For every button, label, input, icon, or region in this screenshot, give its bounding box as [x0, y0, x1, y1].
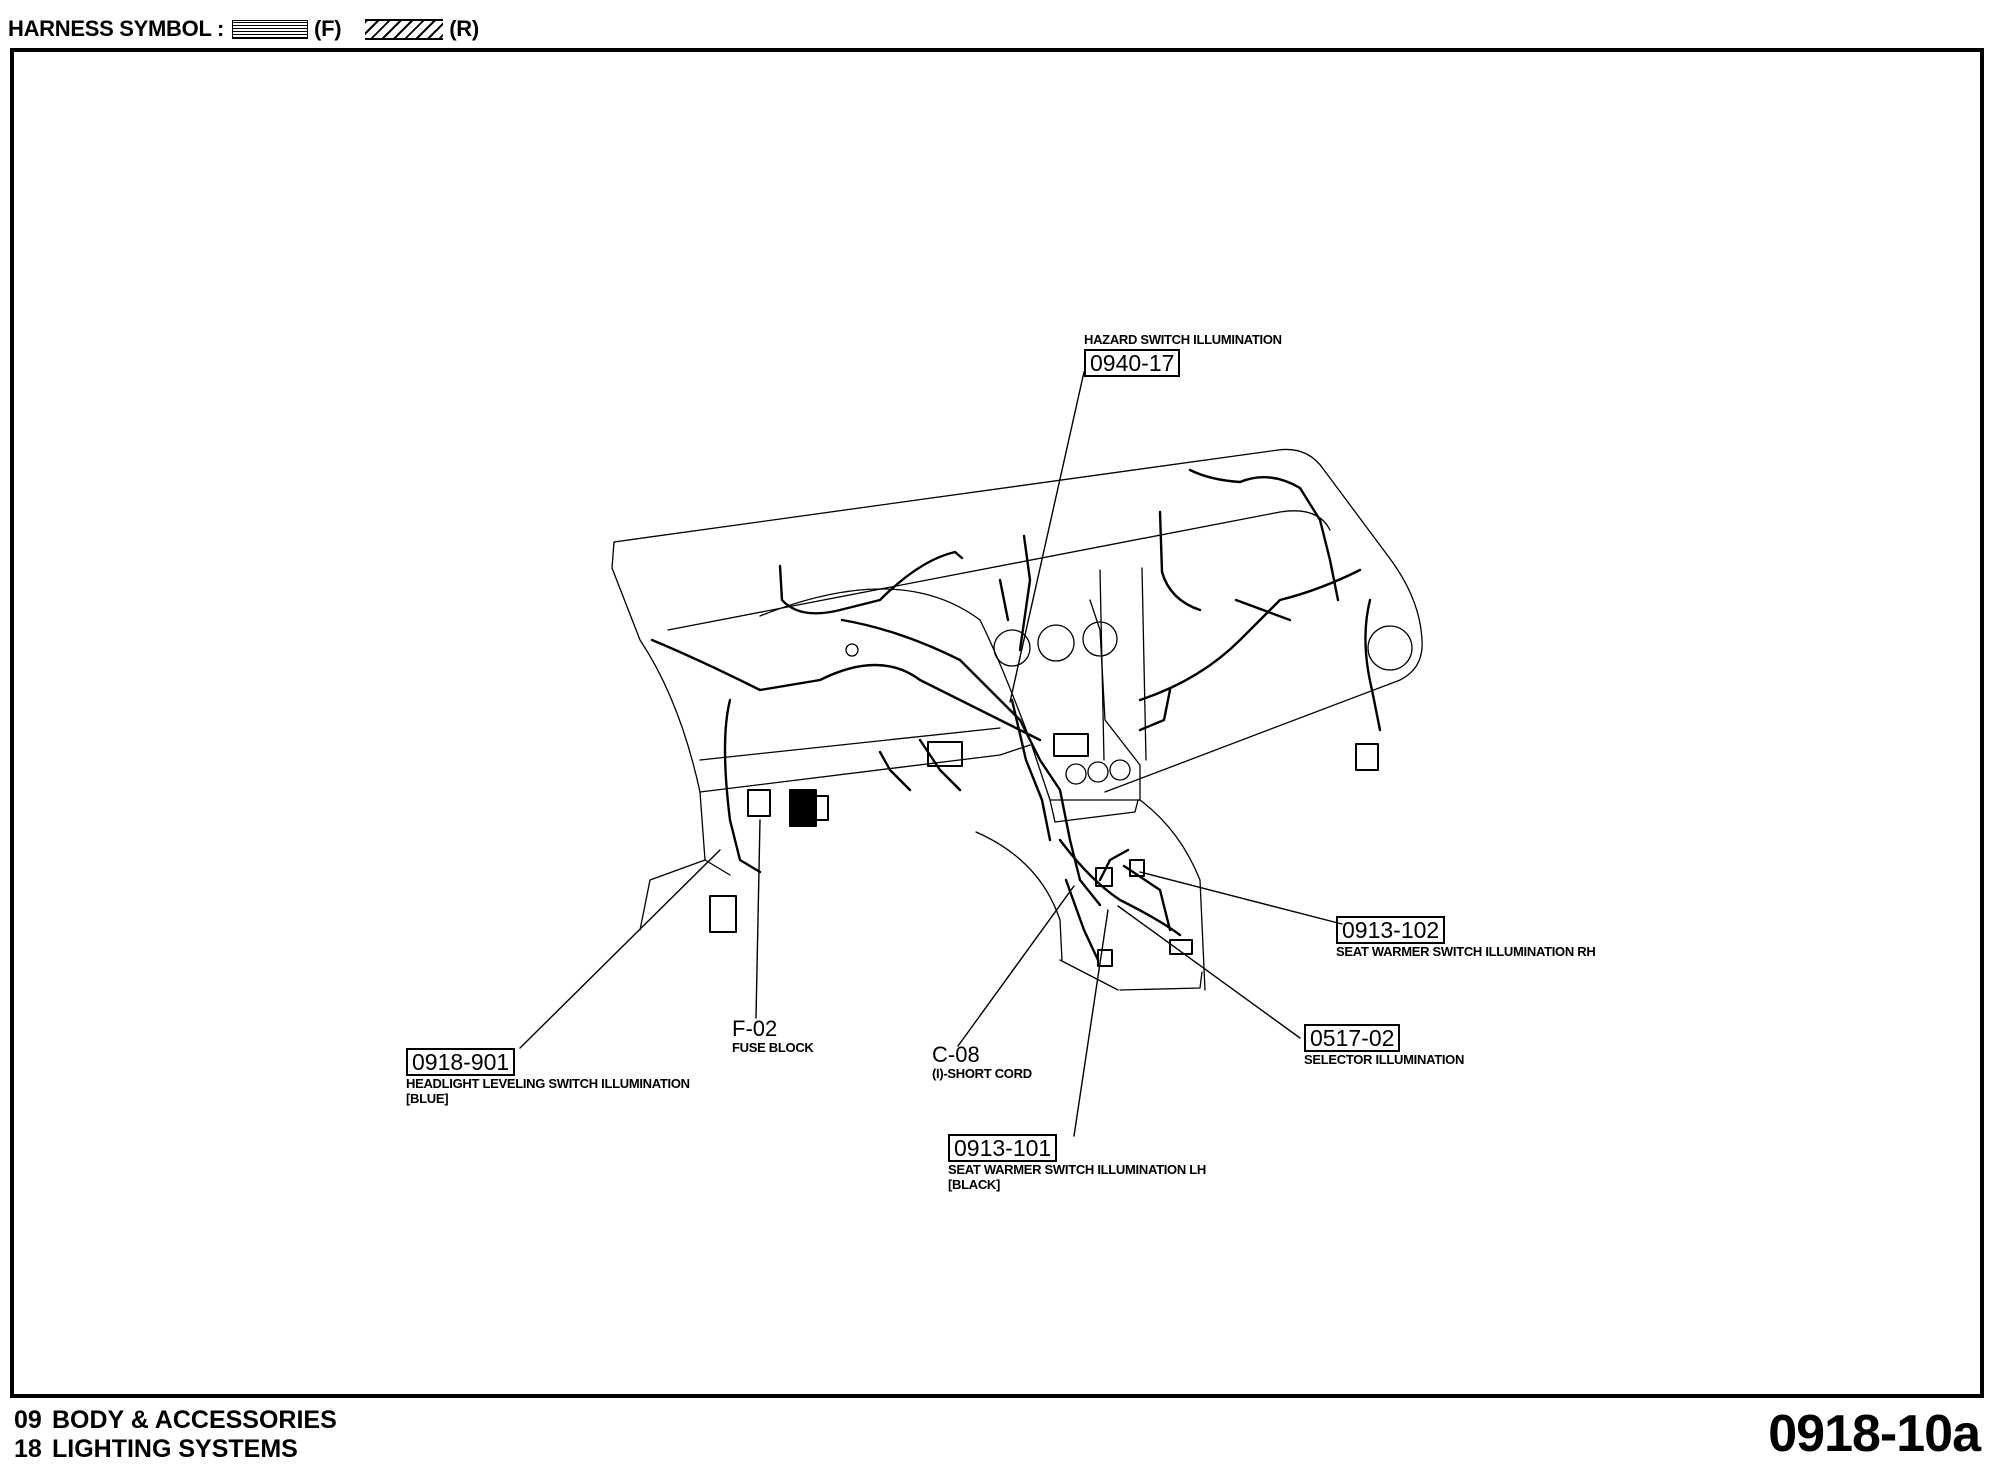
drawing-frame — [10, 48, 1984, 1398]
harness-wiring — [650, 468, 1382, 962]
section-2: 18 LIGHTING SYSTEMS — [14, 1435, 337, 1464]
section-2-name: LIGHTING SYSTEMS — [52, 1435, 298, 1463]
connector-code: C-08 — [932, 1042, 980, 1067]
page-code: 0918-10a — [1768, 1405, 1981, 1463]
section-2-number: 18 — [14, 1435, 42, 1463]
connector-code-box: 0940-17 — [1084, 349, 1181, 377]
callout-desc: SELECTOR ILLUMINATION — [1304, 1052, 1465, 1067]
callout-selector-illumination: 0517-02 SELECTOR ILLUMINATION — [1304, 1024, 1464, 1067]
section-1-name: BODY & ACCESSORIES — [52, 1406, 337, 1434]
legend-rear-label: (R) — [449, 16, 479, 41]
connector-code-box: 0517-02 — [1304, 1024, 1401, 1052]
dashboard-outline — [611, 448, 1423, 991]
callout-seat-warmer-lh: 0913-101 SEAT WARMER SWITCH ILLUMINATION… — [948, 1134, 1206, 1192]
callout-desc: FUSE BLOCK — [732, 1040, 814, 1055]
rear-harness-swatch — [365, 18, 444, 40]
callout-hazard-switch-illumination: HAZARD SWITCH ILLUMINATION 0940-17 — [1084, 332, 1282, 377]
callout-short-cord: C-08 (I)-SHORT CORD — [932, 1042, 1032, 1082]
callout-seat-warmer-rh: 0913-102 SEAT WARMER SWITCH ILLUMINATION… — [1336, 916, 1596, 959]
section-1: 09 BODY & ACCESSORIES — [14, 1406, 337, 1435]
callout-color: [BLACK] — [948, 1177, 1001, 1192]
callout-color: [BLUE] — [406, 1091, 449, 1106]
harness-symbol-legend: HARNESS SYMBOL : (F) (R) — [8, 12, 479, 46]
callout-desc: HEADLIGHT LEVELING SWITCH ILLUMINATION — [406, 1076, 690, 1091]
callout-headlight-leveling: 0918-901 HEADLIGHT LEVELING SWITCH ILLUM… — [406, 1048, 690, 1106]
connector-blocks — [709, 733, 1379, 967]
section-1-number: 09 — [14, 1406, 42, 1434]
callout-fuse-block: F-02 FUSE BLOCK — [732, 1016, 814, 1056]
section-footer: 09 BODY & ACCESSORIES 18 LIGHTING SYSTEMS — [14, 1406, 337, 1464]
callout-desc: (I)-SHORT CORD — [932, 1066, 1032, 1081]
legend-label: HARNESS SYMBOL : — [8, 16, 225, 41]
callout-desc: HAZARD SWITCH ILLUMINATION — [1084, 332, 1282, 347]
leader-lines — [519, 371, 1343, 1137]
callout-desc: SEAT WARMER SWITCH ILLUMINATION RH — [1336, 944, 1596, 959]
connector-code-box: 0913-102 — [1336, 916, 1446, 944]
front-harness-swatch — [232, 19, 309, 39]
gauge-circles — [845, 621, 1413, 785]
connector-code-box: 0913-101 — [948, 1134, 1058, 1162]
connector-code: F-02 — [732, 1016, 778, 1041]
callout-desc: SEAT WARMER SWITCH ILLUMINATION LH — [948, 1162, 1206, 1177]
connector-code-box: 0918-901 — [406, 1048, 516, 1076]
legend-front-label: (F) — [314, 16, 342, 41]
